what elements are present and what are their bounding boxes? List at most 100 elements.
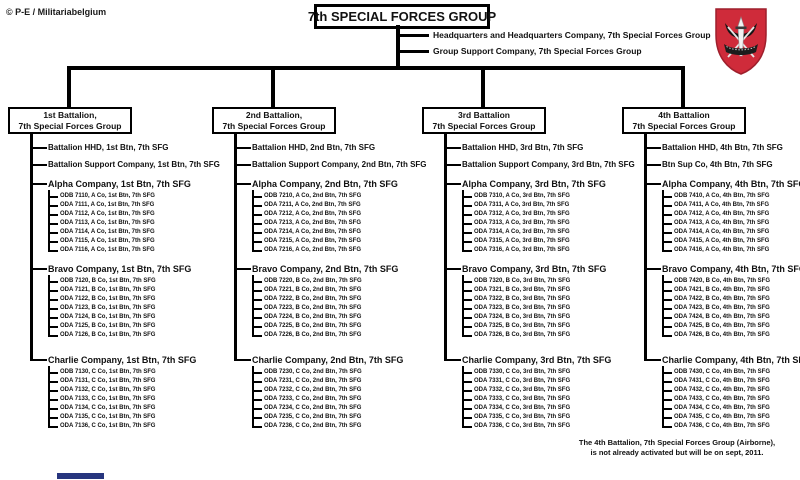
- battalion-group-name: 7th Special Forces Group: [432, 120, 536, 131]
- connector-line-gsc: [399, 50, 429, 53]
- team-label: ODA 7322, B Co, 3rd Btn, 7th SFG: [422, 295, 622, 304]
- team-label: ODA 7334, C Co, 3rd Btn, 7th SFG: [422, 404, 622, 413]
- battalion-group-name: 7th Special Forces Group: [632, 120, 736, 131]
- team-label: ODA 7133, C Co, 1st Btn, 7th SFG: [8, 395, 208, 404]
- unit-label: Battalion Support Company, 3rd Btn, 7th …: [422, 159, 635, 170]
- connector-line-crossbar: [67, 66, 685, 70]
- team-label: ODA 7312, A Co, 3rd Btn, 7th SFG: [422, 210, 622, 219]
- team-label: ODA 7221, B Co, 2nd Btn, 7th SFG: [212, 286, 412, 295]
- team-label: ODA 7136, C Co, 1st Btn, 7th SFG: [8, 422, 208, 431]
- team-label: ODB 7110, A Co, 1st Btn, 7th SFG: [8, 192, 208, 201]
- hhc-label: Headquarters and Headquarters Company, 7…: [433, 30, 711, 40]
- team-label: ODA 7422, B Co, 4th Btn, 7th SFG: [622, 295, 800, 304]
- unit-label: Battalion HHD, 4th Btn, 7th SFG: [622, 142, 800, 153]
- team-label: ODB 7320, B Co, 3rd Btn, 7th SFG: [422, 277, 622, 286]
- team-label: ODA 7223, B Co, 2nd Btn, 7th SFG: [212, 304, 412, 313]
- company-label: Alpha Company, 2nd Btn, 7th SFG: [212, 178, 412, 190]
- team-label: ODA 7314, A Co, 3rd Btn, 7th SFG: [422, 228, 622, 237]
- team-label: ODA 7236, C Co, 2nd Btn, 7th SFG: [212, 422, 412, 431]
- team-label: ODA 7431, C Co, 4th Btn, 7th SFG: [622, 377, 800, 386]
- unit-label: Battalion Support Company, 2nd Btn, 7th …: [212, 159, 427, 170]
- company-label: Bravo Company, 3rd Btn, 7th SFG: [422, 263, 622, 275]
- team-label: ODA 7426, B Co, 4th Btn, 7th SFG: [622, 331, 800, 340]
- connector-line-hhc: [399, 34, 429, 37]
- unit-label: Battalion HHD, 2nd Btn, 7th SFG: [212, 142, 412, 153]
- team-label: ODA 7214, A Co, 2nd Btn, 7th SFG: [212, 228, 412, 237]
- team-label: ODA 7313, A Co, 3rd Btn, 7th SFG: [422, 219, 622, 228]
- team-label: ODA 7226, B Co, 2nd Btn, 7th SFG: [212, 331, 412, 340]
- team-label: ODA 7311, A Co, 3rd Btn, 7th SFG: [422, 201, 622, 210]
- battalion-name: 4th Battalion: [658, 110, 710, 120]
- team-label: ODA 7231, C Co, 2nd Btn, 7th SFG: [212, 377, 412, 386]
- connector-line-stub-2: [271, 70, 275, 107]
- team-label: ODA 7113, A Co, 1st Btn, 7th SFG: [8, 219, 208, 228]
- group-title-box: 7th SPECIAL FORCES GROUP: [308, 4, 496, 29]
- team-label: ODA 7131, C Co, 1st Btn, 7th SFG: [8, 377, 208, 386]
- team-label: ODB 7230, C Co, 2nd Btn, 7th SFG: [212, 368, 412, 377]
- team-label: ODA 7432, C Co, 4th Btn, 7th SFG: [622, 386, 800, 395]
- team-label: ODA 7332, C Co, 3rd Btn, 7th SFG: [422, 386, 622, 395]
- team-label: ODA 7415, A Co, 4th Btn, 7th SFG: [622, 237, 800, 246]
- team-label: ODA 7333, C Co, 3rd Btn, 7th SFG: [422, 395, 622, 404]
- team-label: ODA 7132, C Co, 1st Btn, 7th SFG: [8, 386, 208, 395]
- team-label: ODA 7135, C Co, 1st Btn, 7th SFG: [8, 413, 208, 422]
- team-label: ODA 7321, B Co, 3rd Btn, 7th SFG: [422, 286, 622, 295]
- team-label: ODA 7225, B Co, 2nd Btn, 7th SFG: [212, 322, 412, 331]
- team-label: ODB 7410, A Co, 4th Btn, 7th SFG: [622, 192, 800, 201]
- bottom-left-blue-bar: [57, 473, 104, 479]
- team-label: ODA 7424, B Co, 4th Btn, 7th SFG: [622, 313, 800, 322]
- battalion-name: 3rd Battalion: [458, 110, 510, 120]
- battalion-group-name: 7th Special Forces Group: [18, 120, 122, 131]
- connector-line-team-spine: [462, 190, 464, 251]
- team-label: ODA 7411, A Co, 4th Btn, 7th SFG: [622, 201, 800, 210]
- connector-line-stub-4: [681, 70, 685, 107]
- unit-label: Battalion HHD, 1st Btn, 7th SFG: [8, 142, 208, 153]
- company-label: Charlie Company, 1st Btn, 7th SFG: [8, 354, 208, 366]
- team-label: ODB 7430, C Co, 4th Btn, 7th SFG: [622, 368, 800, 377]
- gsc-label: Group Support Company, 7th Special Force…: [433, 46, 642, 56]
- team-label: ODA 7436, C Co, 4th Btn, 7th SFG: [622, 422, 800, 431]
- team-label: ODB 7220, B Co, 2nd Btn, 7th SFG: [212, 277, 412, 286]
- connector-line-stub-3: [481, 70, 485, 107]
- team-label: ODA 7423, B Co, 4th Btn, 7th SFG: [622, 304, 800, 313]
- connector-line-spine: [234, 134, 237, 360]
- team-label: ODA 7235, C Co, 2nd Btn, 7th SFG: [212, 413, 412, 422]
- connector-line-team-spine: [48, 366, 50, 427]
- team-label: ODA 7412, A Co, 4th Btn, 7th SFG: [622, 210, 800, 219]
- team-label: ODA 7116, A Co, 1st Btn, 7th SFG: [8, 246, 208, 255]
- footnote-line-2: is not already activated but will be on …: [590, 448, 764, 457]
- team-label: ODA 7216, A Co, 2nd Btn, 7th SFG: [212, 246, 412, 255]
- connector-line-team-spine: [662, 366, 664, 427]
- battalion-box: 1st Battalion,7th Special Forces Group: [8, 107, 132, 134]
- battalion-name: 1st Battalion,: [43, 110, 97, 120]
- team-label: ODA 7125, B Co, 1st Btn, 7th SFG: [8, 322, 208, 331]
- footnote-line-1: The 4th Battalion, 7th Special Forces Gr…: [578, 438, 776, 447]
- team-label: ODA 7115, A Co, 1st Btn, 7th SFG: [8, 237, 208, 246]
- company-label: Charlie Company, 4th Btn, 7th SFG: [622, 354, 800, 366]
- footnote: The 4th Battalion, 7th Special Forces Gr…: [562, 438, 792, 458]
- team-label: ODB 7330, C Co, 3rd Btn, 7th SFG: [422, 368, 622, 377]
- connector-line-team-spine: [462, 366, 464, 427]
- team-label: ODA 7425, B Co, 4th Btn, 7th SFG: [622, 322, 800, 331]
- team-label: ODA 7211, A Co, 2nd Btn, 7th SFG: [212, 201, 412, 210]
- team-label: ODA 7336, C Co, 3rd Btn, 7th SFG: [422, 422, 622, 431]
- team-label: ODA 7134, C Co, 1st Btn, 7th SFG: [8, 404, 208, 413]
- team-label: ODA 7326, B Co, 3rd Btn, 7th SFG: [422, 331, 622, 340]
- team-label: ODB 7130, C Co, 1st Btn, 7th SFG: [8, 368, 208, 377]
- team-label: ODA 7126, B Co, 1st Btn, 7th SFG: [8, 331, 208, 340]
- team-label: ODA 7213, A Co, 2nd Btn, 7th SFG: [212, 219, 412, 228]
- team-label: ODA 7212, A Co, 2nd Btn, 7th SFG: [212, 210, 412, 219]
- team-label: ODA 7122, B Co, 1st Btn, 7th SFG: [8, 295, 208, 304]
- team-label: ODA 7435, C Co, 4th Btn, 7th SFG: [622, 413, 800, 422]
